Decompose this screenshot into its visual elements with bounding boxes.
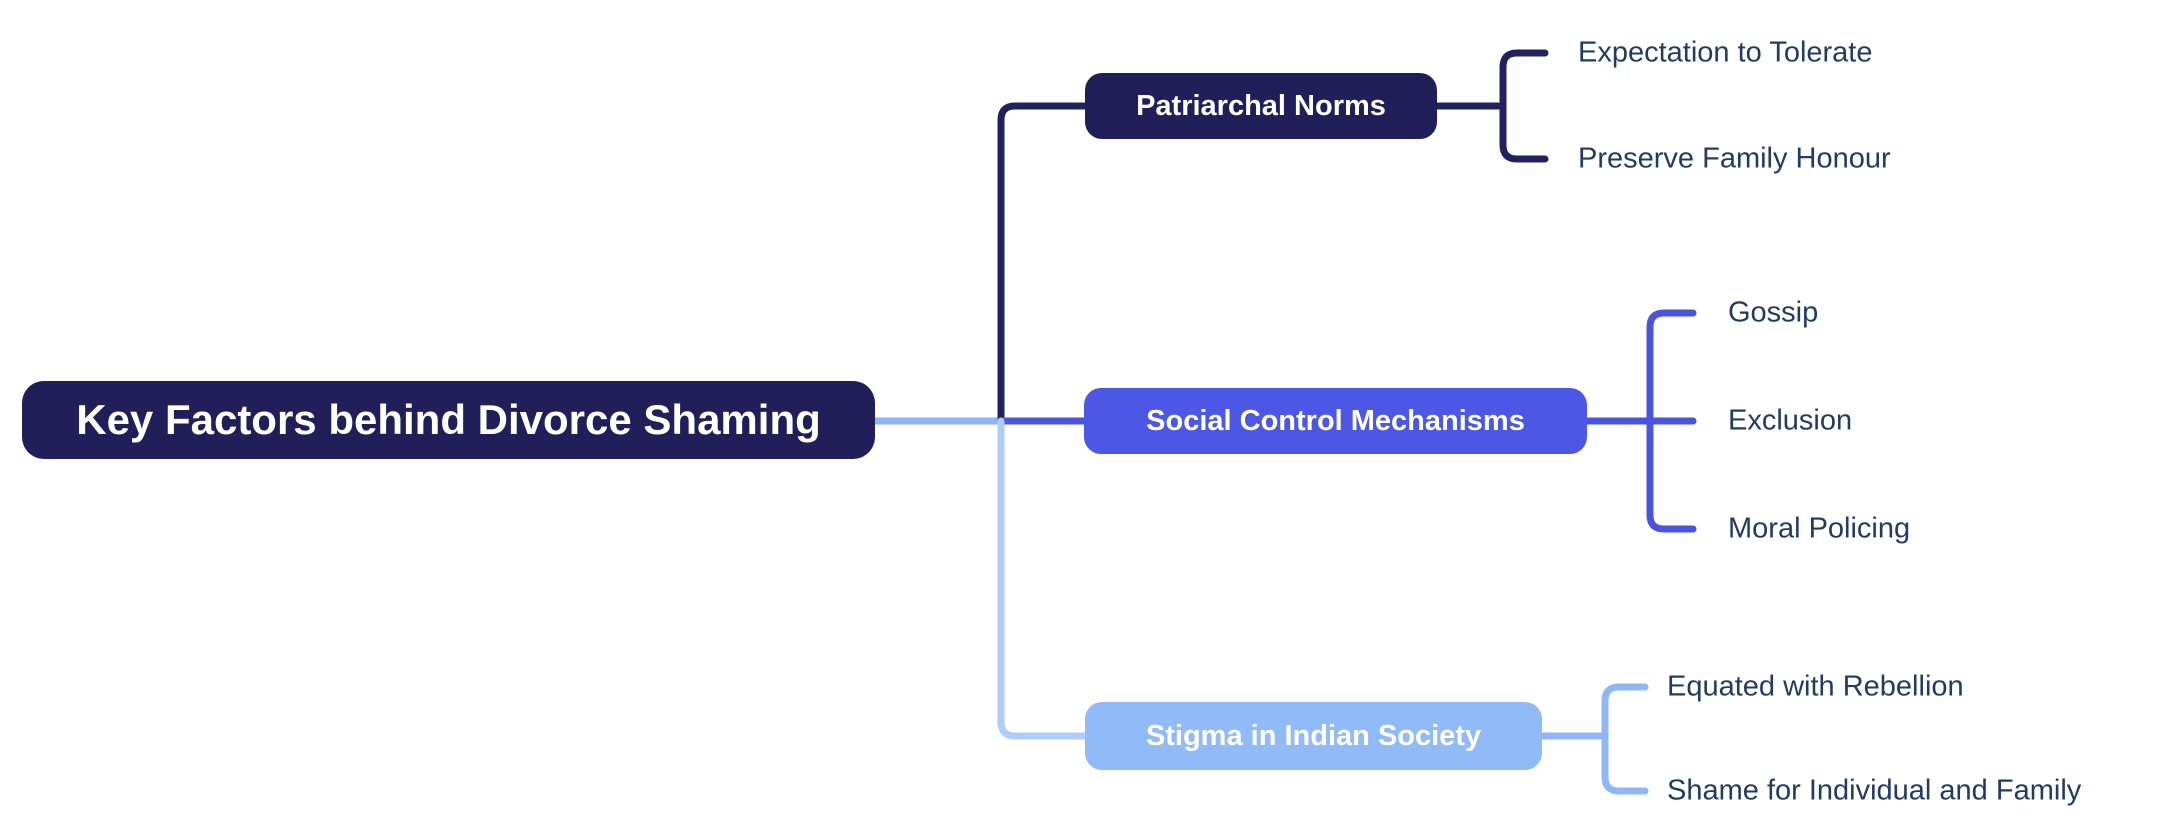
child-label-preserve-family-honour[interactable]: Preserve Family Honour — [1578, 142, 1891, 175]
edge-branch-patriarchal — [997, 102, 1264, 425]
edge-branch-stigma — [997, 417, 1284, 740]
branch-node-social-control-mechanisms[interactable]: Social Control Mechanisms — [1084, 388, 1587, 454]
bracket-stigma — [1601, 683, 1649, 795]
child-label-equated-with-rebellion[interactable]: Equated with Rebellion — [1667, 670, 1964, 703]
root-node[interactable]: Key Factors behind Divorce Shaming — [22, 381, 875, 459]
branch-node-patriarchal-norms[interactable]: Patriarchal Norms — [1085, 73, 1437, 139]
child-label-expectation-to-tolerate[interactable]: Expectation to Tolerate — [1578, 36, 1873, 69]
branch-node-stigma-in-indian-society[interactable]: Stigma in Indian Society — [1085, 702, 1542, 770]
child-label-moral-policing[interactable]: Moral Policing — [1728, 512, 1911, 545]
bracket-patriarchal — [1499, 49, 1549, 163]
child-label-exclusion[interactable]: Exclusion — [1728, 404, 1853, 437]
child-label-shame-for-individual-and-family[interactable]: Shame for Individual and Family — [1667, 774, 2082, 807]
bracket-social — [1646, 309, 1697, 533]
child-label-gossip[interactable]: Gossip — [1728, 296, 1819, 329]
